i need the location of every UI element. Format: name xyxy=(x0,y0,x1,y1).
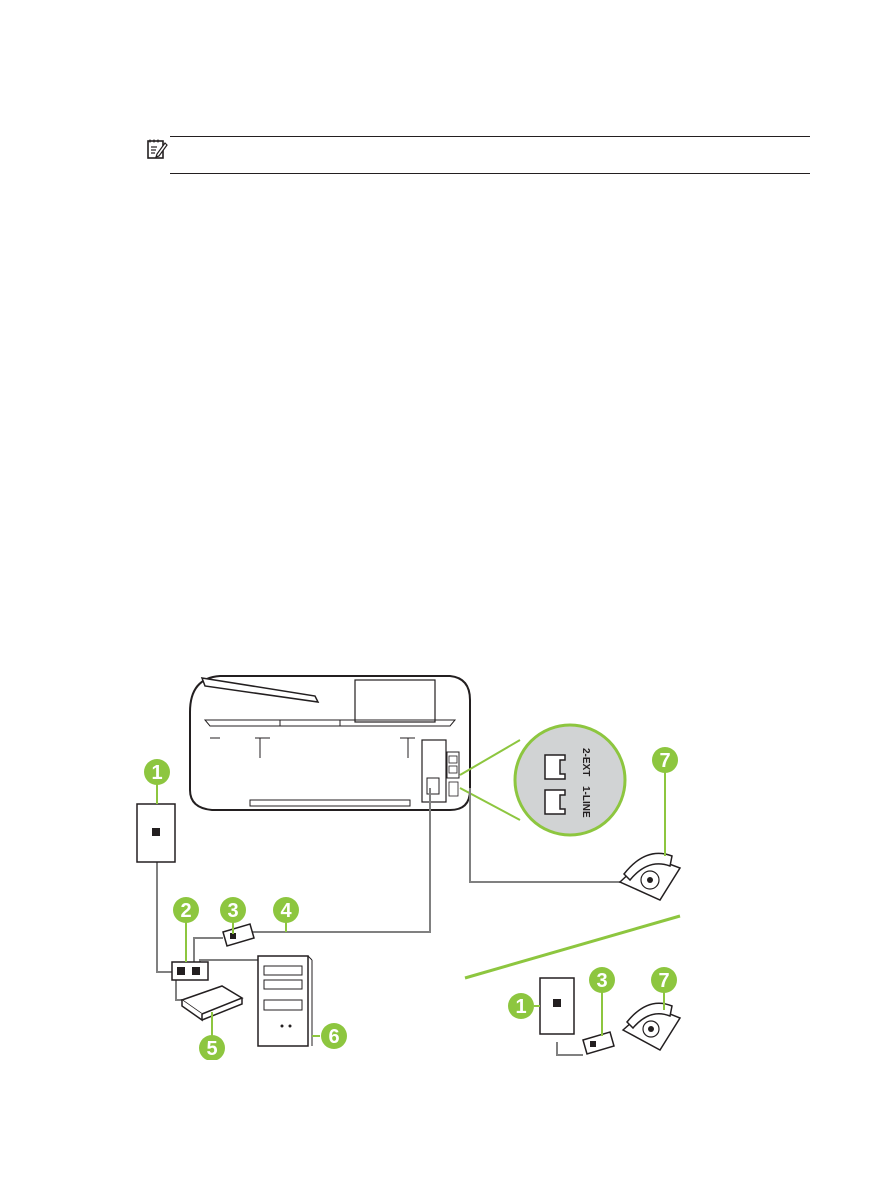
callout-4: 4 xyxy=(273,897,299,923)
callout-6: 6 xyxy=(321,1023,347,1049)
callout-7-alt: 7 xyxy=(651,967,677,993)
callout-7: 7 xyxy=(652,747,678,773)
callout-2: 2 xyxy=(173,897,199,923)
svg-text:3: 3 xyxy=(227,900,238,922)
svg-text:4: 4 xyxy=(280,900,292,922)
callout-1: 1 xyxy=(144,759,170,785)
printer-illustration xyxy=(189,675,471,811)
svg-text:6: 6 xyxy=(328,1026,339,1048)
callout-5: 5 xyxy=(199,1035,225,1060)
port-label-ext: 2-EXT xyxy=(580,748,591,776)
svg-text:7: 7 xyxy=(659,750,670,772)
dsl-filter xyxy=(222,923,255,947)
svg-text:7: 7 xyxy=(658,970,669,992)
callout-3: 3 xyxy=(220,897,246,923)
dsl-filter-alt xyxy=(582,1031,615,1055)
svg-text:2: 2 xyxy=(180,900,191,922)
dsl-modem xyxy=(180,985,244,1022)
computer-tower xyxy=(257,955,313,1047)
note-icon xyxy=(147,139,168,159)
callout-1-alt: 1 xyxy=(508,993,534,1019)
port-label-line: 1-LINE xyxy=(580,786,591,818)
note-bottom-rule xyxy=(170,173,810,174)
wall-jack xyxy=(136,803,176,863)
telephone xyxy=(618,852,682,901)
zoom-connector-top xyxy=(459,739,521,776)
section-divider xyxy=(464,914,681,980)
wall-jack-alt xyxy=(539,977,575,1035)
telephone-alt xyxy=(621,1002,682,1051)
note-top-rule xyxy=(170,136,810,137)
cables xyxy=(156,788,622,1056)
fax-connection-diagram: 2-EXT 1-LINE xyxy=(136,675,682,1060)
port-zoom-circle: 2-EXT 1-LINE xyxy=(513,723,627,837)
svg-text:3: 3 xyxy=(596,970,607,992)
callout-pointers xyxy=(156,772,666,1037)
callout-3-alt: 3 xyxy=(589,967,615,993)
svg-text:5: 5 xyxy=(206,1038,217,1060)
svg-text:1: 1 xyxy=(515,996,526,1018)
parallel-splitter xyxy=(171,961,209,981)
svg-text:1: 1 xyxy=(151,762,162,784)
